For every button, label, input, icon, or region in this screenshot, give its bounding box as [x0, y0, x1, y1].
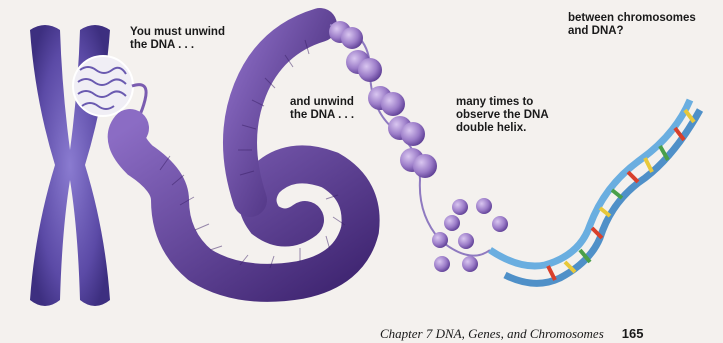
caption-step3: many times to observe the DNA double hel…	[456, 96, 556, 135]
coiled-chromatin	[127, 25, 361, 283]
caption-step1: You must unwind the DNA . . .	[130, 26, 240, 52]
magnified-chromatin-circle	[73, 56, 133, 116]
page-footer: Chapter 7 DNA, Genes, and Chromosomes 165	[380, 326, 720, 342]
caption-top-right: between chromosomes and DNA?	[568, 12, 718, 38]
chapter-title: Chapter 7 DNA, Genes, and Chromosomes	[380, 326, 604, 341]
caption-step2: and unwind the DNA . . .	[290, 96, 372, 122]
page-number: 165	[622, 326, 644, 341]
